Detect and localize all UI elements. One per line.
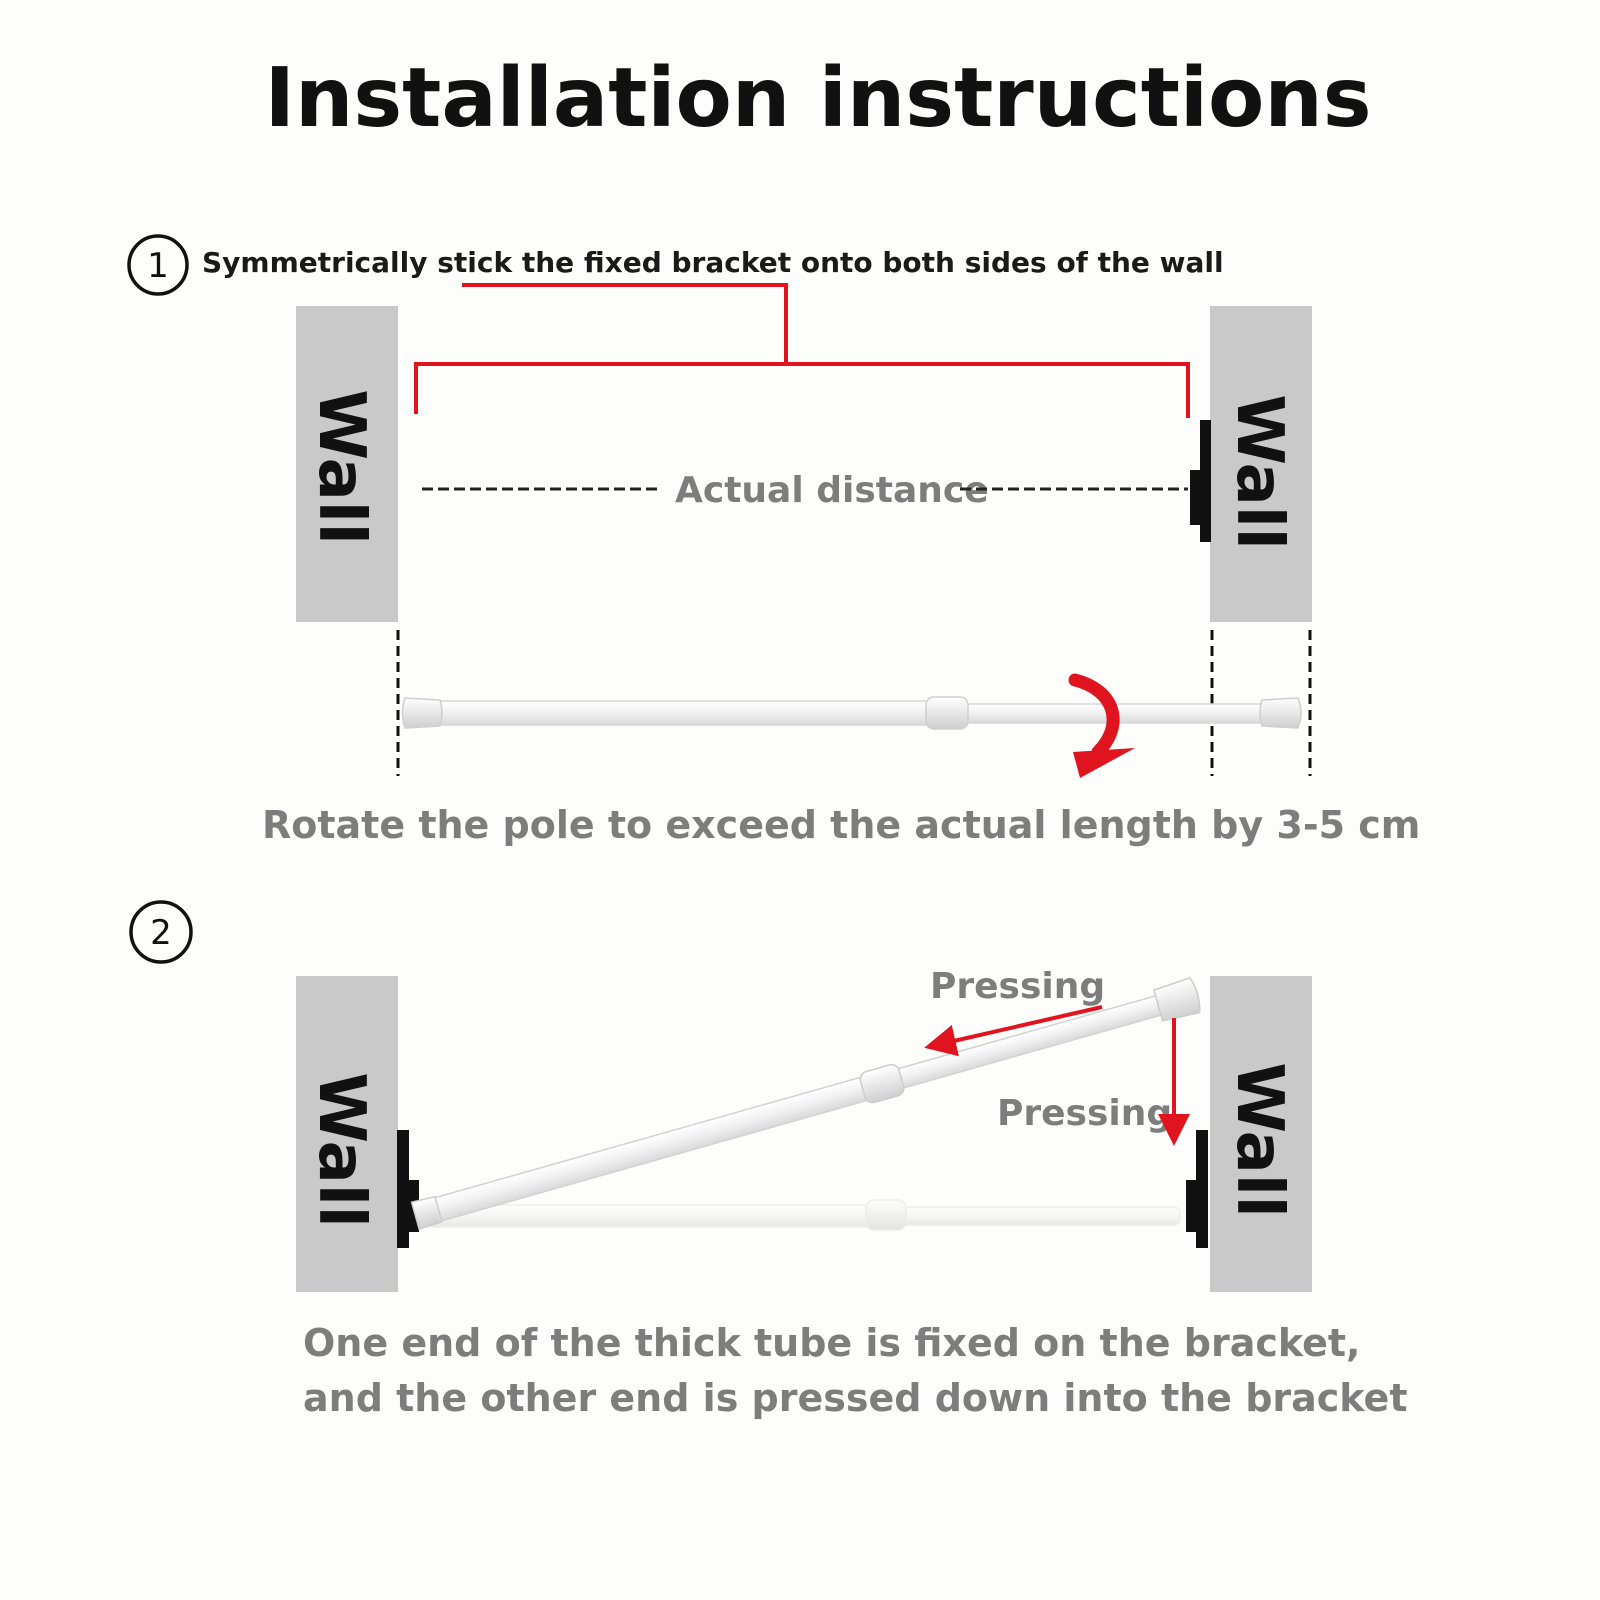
bracket-icon <box>1190 420 1211 542</box>
page-title: Installation instructions <box>264 51 1371 146</box>
right-wall <box>1210 976 1312 1292</box>
pressing-side-label: Pressing <box>997 1093 1172 1134</box>
left-wall <box>296 306 398 622</box>
pole-final-position <box>419 1199 1181 1231</box>
bracket-icon <box>1186 1130 1208 1248</box>
step-two-number: 2 <box>150 913 172 953</box>
step-two-caption-line2: and the other end is pressed down into t… <box>303 1376 1408 1420</box>
right-wall-label: Wall <box>1222 1062 1296 1217</box>
left-wall-label: Wall <box>304 1072 378 1227</box>
bracket-callout-line <box>414 283 1190 418</box>
bracket-icon <box>397 1130 419 1248</box>
step-one-number: 1 <box>147 246 169 286</box>
left-wall <box>296 976 398 1292</box>
step-two-section: 2 Wall Wall P <box>129 900 1408 1420</box>
step-one-section: 1 Symmetrically stick the fixed bracket … <box>127 234 1420 847</box>
step-one-caption: Rotate the pole to exceed the actual len… <box>262 803 1420 847</box>
step-two-icon: 2 <box>129 900 193 964</box>
left-wall-label: Wall <box>304 389 378 544</box>
rotate-arrow-icon <box>1068 673 1135 778</box>
distance-label: Actual distance <box>675 470 989 511</box>
step-two-caption-line1: One end of the thick tube is fixed on th… <box>303 1321 1361 1365</box>
right-wall-label: Wall <box>1222 394 1296 549</box>
tension-pole-angled <box>410 976 1201 1231</box>
step-one-instruction: Symmetrically stick the fixed bracket on… <box>202 246 1224 279</box>
arrow-left-icon <box>924 1005 1103 1057</box>
pressing-top-label: Pressing <box>930 966 1105 1007</box>
right-wall <box>1210 306 1312 622</box>
tension-pole <box>401 696 1302 730</box>
step-one-icon: 1 <box>127 234 189 296</box>
